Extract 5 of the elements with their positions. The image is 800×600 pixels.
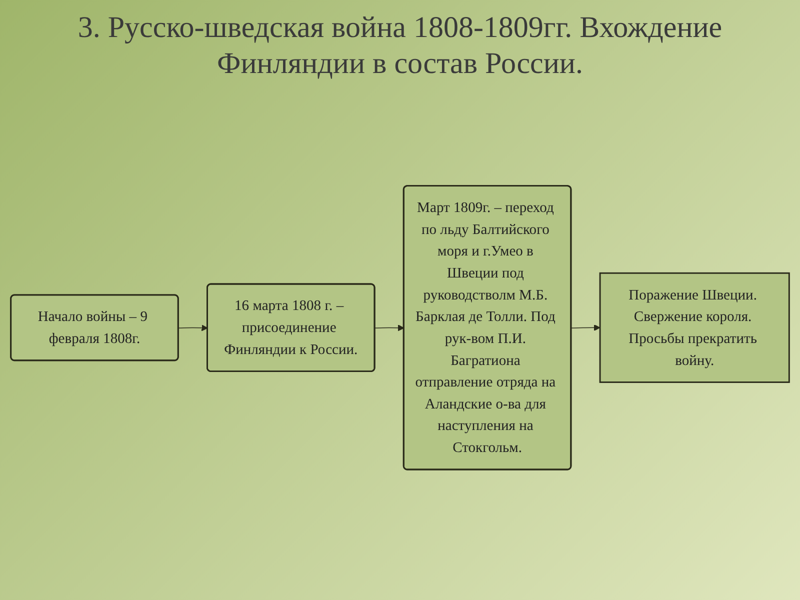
arrow <box>570 324 600 332</box>
slide-title: 3. Русско-шведская война 1808-1809гг. Вхождение Финляндии в состав России. <box>76 10 724 82</box>
node-box: Поражение Швеции. Свержение короля. Просьбы прекратить войну. <box>599 272 790 384</box>
arrow <box>374 325 404 332</box>
arrow <box>178 325 208 332</box>
